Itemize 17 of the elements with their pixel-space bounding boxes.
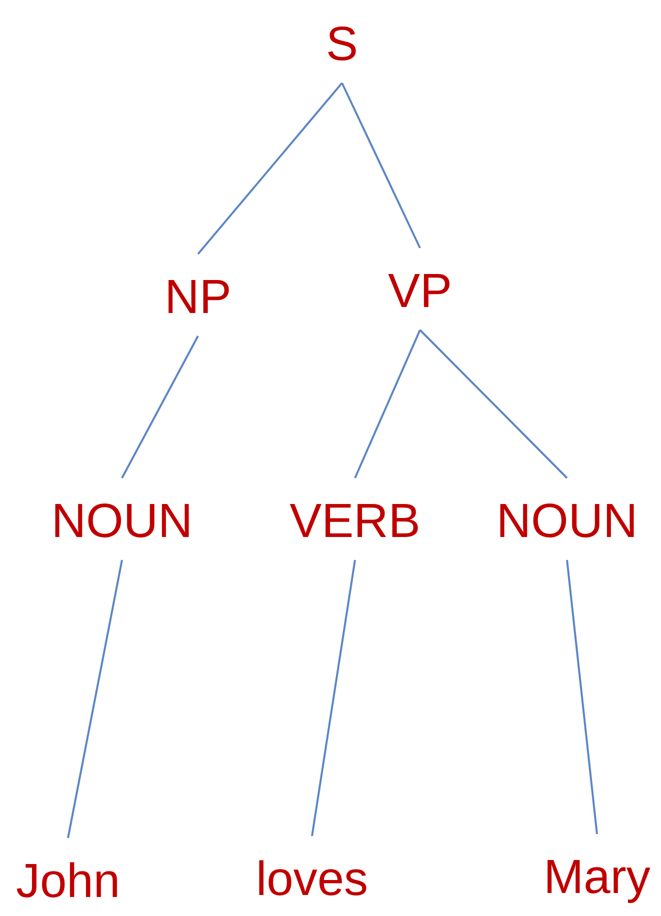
tree-label: Mary bbox=[544, 854, 650, 902]
tree-branch bbox=[354, 330, 421, 478]
tree-label: VP bbox=[388, 268, 452, 316]
tree-branch bbox=[121, 336, 199, 478]
tree-label: John bbox=[16, 858, 120, 906]
tree-label: VERB bbox=[290, 498, 420, 546]
tree-branch bbox=[419, 329, 568, 479]
tree-label: loves bbox=[256, 856, 368, 904]
tree-label: S bbox=[326, 21, 358, 69]
tree-branch bbox=[566, 560, 598, 834]
tree-branch bbox=[311, 560, 356, 836]
tree-label: NOUN bbox=[496, 498, 638, 546]
tree-branch bbox=[67, 560, 123, 838]
tree-branch bbox=[197, 82, 343, 255]
tree-branch bbox=[341, 82, 421, 248]
tree-label: NOUN bbox=[51, 498, 193, 546]
tree-label: NP bbox=[164, 274, 232, 322]
